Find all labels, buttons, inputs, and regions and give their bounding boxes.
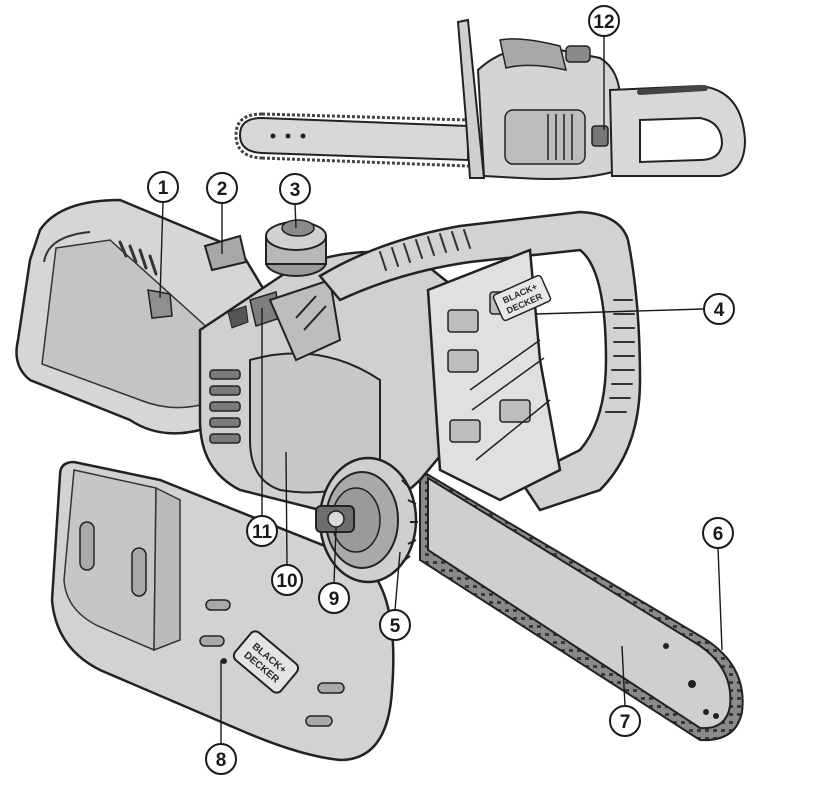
guide-bar [427, 476, 732, 730]
trigger-switch [147, 289, 173, 319]
callout-8: 8 [205, 743, 237, 775]
callout-9: 9 [318, 582, 350, 614]
leader-lines [159, 36, 723, 744]
callout-1: 1 [147, 171, 179, 203]
callout-10: 10 [271, 564, 303, 596]
side-view-rear-handle [608, 84, 747, 177]
callout-label-5: 5 [390, 616, 401, 637]
callout-label-7: 7 [620, 712, 631, 733]
side-view-front-guard [456, 18, 486, 179]
blade-guard-cover: BLACK+ DECKER [50, 460, 395, 762]
callout-label-12: 12 [593, 12, 614, 33]
bar-clamp-knob [315, 505, 355, 533]
callout-label-4: 4 [714, 300, 725, 321]
front-handle [318, 210, 642, 512]
side-view-lock-button [591, 125, 609, 147]
side-view-guide-bar [238, 116, 469, 162]
callout-3: 3 [279, 173, 311, 205]
main-chainsaw: BLACK+ DECKER [15, 198, 642, 584]
callout-12: 12 [588, 5, 620, 37]
callout-label-8: 8 [216, 750, 227, 771]
oil-tank-cap [265, 219, 327, 277]
callout-label-10: 10 [276, 571, 297, 592]
air-vents [209, 369, 241, 444]
callout-label-9: 9 [329, 589, 340, 610]
guide-bar-and-chain [419, 468, 744, 742]
callout-2: 2 [206, 172, 238, 204]
side-view-chainsaw [234, 18, 747, 180]
callout-6: 6 [702, 517, 734, 549]
callout-7: 7 [609, 705, 641, 737]
oil-level-indicator [203, 234, 248, 272]
callout-4: 4 [703, 293, 735, 325]
callout-label-11: 11 [252, 522, 273, 543]
callout-label-1: 1 [158, 178, 169, 199]
callout-11: 11 [246, 515, 278, 547]
callout-label-3: 3 [290, 180, 301, 201]
callout-5: 5 [379, 609, 411, 641]
callout-label-6: 6 [713, 524, 724, 545]
callout-label-2: 2 [217, 179, 228, 200]
